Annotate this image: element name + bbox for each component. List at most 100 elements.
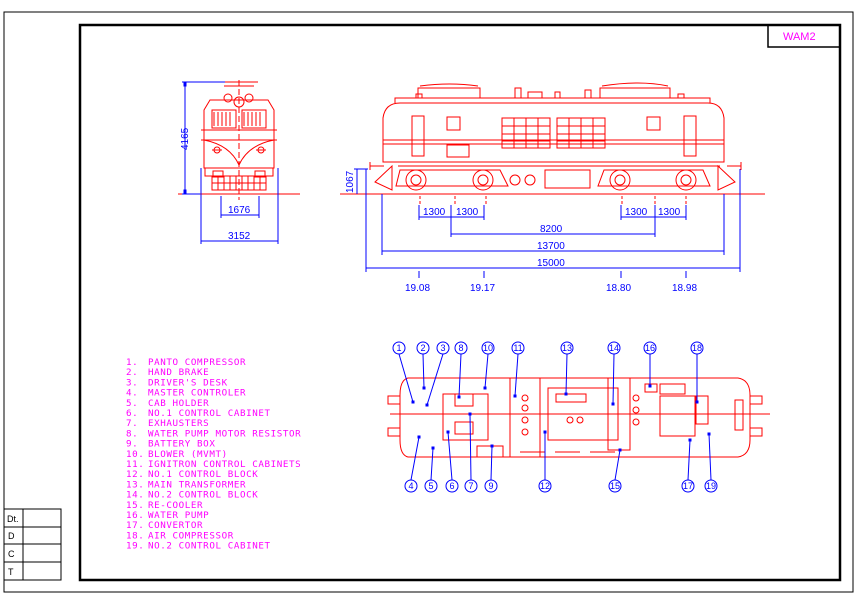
callout-leader — [398, 353, 414, 403]
callout-leader — [612, 353, 615, 405]
legend-number: 2. — [126, 367, 138, 378]
legend-label: PANTO COMPRESSOR — [148, 357, 246, 368]
legend-number: 6. — [126, 408, 138, 419]
legend-number: 17. — [126, 520, 144, 531]
axle-dim-4: 1300 — [658, 207, 681, 218]
legend-label: CONVERTOR — [148, 520, 203, 531]
legend-number: 8. — [126, 428, 138, 439]
legend-label: RE-COOLER — [148, 500, 203, 511]
callout-leader — [565, 353, 568, 395]
callout-circle — [538, 479, 552, 493]
callout-dot — [695, 400, 699, 404]
callout-dot — [457, 395, 461, 399]
callout-number: 11 — [513, 343, 522, 353]
callout-number: 6 — [449, 481, 454, 491]
callout-dot — [417, 435, 421, 439]
callout-number: 10 — [483, 343, 493, 353]
callout-circle — [404, 479, 418, 493]
legend-label: IGNITRON CONTROL CABINETS — [148, 459, 301, 470]
legend-label: MASTER CONTROLER — [148, 388, 246, 399]
legend-label: NO.1 CONTROL CABINET — [148, 408, 271, 419]
callout-dot — [422, 386, 426, 390]
callout-number: 5 — [428, 481, 433, 491]
callout-dot — [648, 384, 652, 388]
callout-dot — [707, 432, 711, 436]
callout-number: 3 — [440, 343, 445, 353]
callout-dot — [411, 400, 415, 404]
bogie-centre-dim: 8200 — [540, 224, 563, 235]
rev-row-d: D — [8, 531, 15, 541]
callout-leader — [490, 445, 493, 481]
front-gauge-dim: 1676 — [228, 205, 251, 216]
legend-label: EXHAUSTERS — [148, 418, 209, 429]
title-label: WAM2 — [783, 31, 816, 43]
legend-number: 19. — [126, 541, 144, 552]
legend-label: CAB HOLDER — [148, 398, 209, 409]
callout-circle — [464, 479, 478, 493]
callout-circle — [704, 479, 718, 493]
buffer-beam-dim: 13700 — [537, 241, 565, 252]
axle-load-1: 19.08 — [405, 283, 430, 294]
legend-number: 13. — [126, 479, 144, 490]
callout-number: 16 — [645, 343, 655, 353]
callout-number: 2 — [420, 343, 425, 353]
callout-dot — [468, 412, 472, 416]
axle-dim-3: 1300 — [625, 207, 648, 218]
side-view-dims — [354, 168, 741, 278]
front-width-dim: 3152 — [228, 231, 251, 242]
legend-label: DRIVER'S DESK — [148, 377, 228, 388]
front-view — [178, 80, 300, 200]
callout-circle — [392, 341, 406, 355]
title-box: WAM2 — [767, 24, 841, 48]
legend-number: 3. — [126, 377, 138, 388]
callout-leader — [687, 439, 691, 481]
callout-number: 15 — [610, 481, 620, 491]
rev-row-c: C — [8, 549, 15, 559]
axle-load-2: 19.17 — [470, 283, 495, 294]
rev-row-t: T — [8, 567, 14, 577]
callout-circle — [681, 479, 695, 493]
legend-number: 7. — [126, 418, 138, 429]
inner-frame — [78, 23, 842, 582]
legend-label: WATER PUMP — [148, 510, 209, 521]
callout-leader — [447, 431, 453, 481]
legend-number: 11. — [126, 459, 144, 470]
legend-label: WATER PUMP MOTOR RESISTOR — [148, 428, 301, 439]
callout-circle — [608, 479, 622, 493]
callout-leader — [458, 353, 462, 398]
callout-circle — [690, 341, 704, 355]
legend-label: BLOWER (MVMT) — [148, 449, 228, 460]
legend-number: 12. — [126, 469, 144, 480]
callout-number: 4 — [408, 481, 413, 491]
callout-circle — [436, 341, 450, 355]
buffer-height-dim: 1067 — [345, 170, 356, 193]
callout-number: 8 — [458, 343, 463, 353]
callout-number: 9 — [488, 481, 493, 491]
side-view — [340, 82, 765, 204]
outer-frame — [3, 11, 854, 593]
callout-leader — [426, 353, 444, 406]
legend-number: 4. — [126, 388, 138, 399]
front-view-dims — [182, 81, 279, 244]
legend-number: 9. — [126, 439, 138, 450]
callout-number: 12 — [540, 481, 550, 491]
legend-number: 5. — [126, 398, 138, 409]
axle-dim-2: 1300 — [456, 207, 479, 218]
legend-label: NO.2 CONTROL CABINET — [148, 541, 271, 552]
callout-dot — [688, 438, 692, 442]
callout-circle — [511, 341, 525, 355]
callout-circle — [424, 479, 438, 493]
callout-number: 1 — [396, 343, 401, 353]
callout-leader — [708, 433, 712, 481]
callout-leader — [430, 447, 434, 481]
legend-label: MAIN TRANSFORMER — [148, 479, 246, 490]
legend-number: 16. — [126, 510, 144, 521]
legend-label: NO.1 CONTROL BLOCK — [148, 469, 258, 480]
callout-dot — [431, 446, 435, 450]
callout-circle — [454, 341, 468, 355]
callout-dot — [483, 386, 487, 390]
callout-dot — [611, 402, 615, 406]
plan-view — [387, 377, 770, 458]
callout-circle — [607, 341, 621, 355]
